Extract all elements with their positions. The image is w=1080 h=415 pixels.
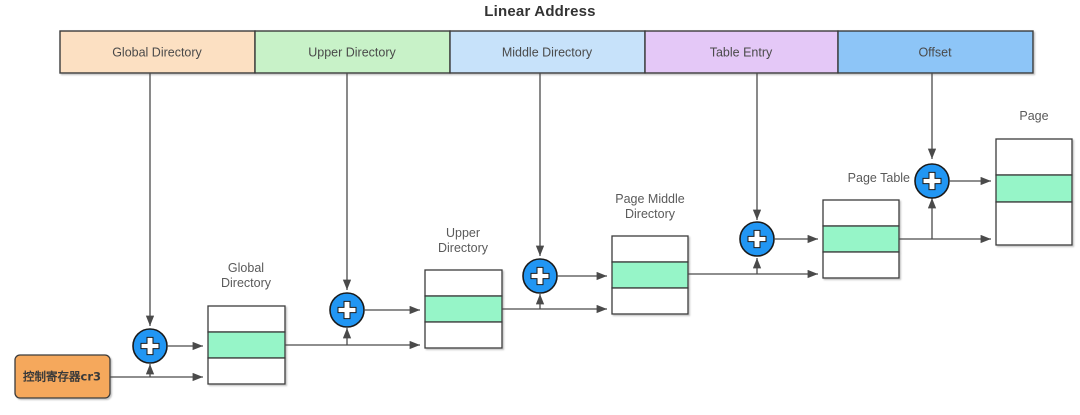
adder-3[interactable]: [522, 258, 558, 294]
linear-address-bar: [59, 30, 1034, 74]
page-title: Linear Address: [484, 3, 596, 20]
upper-directory-row-top: [424, 269, 503, 297]
page-table-row-highlight: [822, 225, 900, 253]
page-table-row-top: [822, 199, 900, 227]
pmd-row-highlight: [611, 261, 689, 289]
global-directory-table[interactable]: [207, 305, 286, 385]
plus-icon: [337, 300, 357, 320]
plus-icon: [530, 266, 550, 286]
adder-4[interactable]: [739, 221, 775, 257]
page-frame-row-top: [995, 138, 1073, 176]
segment-label-upper-directory: Upper Directory: [308, 45, 396, 59]
upper-directory-table[interactable]: [424, 269, 503, 349]
plus-icon: [922, 171, 942, 191]
segment-offset[interactable]: [837, 30, 1034, 74]
page-table[interactable]: [822, 199, 900, 279]
upper-directory-row-bottom: [424, 321, 503, 349]
adder-2[interactable]: [329, 292, 365, 328]
page-frame[interactable]: [995, 138, 1073, 246]
global-to-upper-path: [285, 328, 420, 350]
page-frame-row-bottom: [995, 201, 1073, 246]
upper-directory-row-highlight: [424, 295, 503, 323]
segment-label-middle-directory: Middle Directory: [502, 45, 593, 59]
pmd-row-bottom: [611, 287, 689, 315]
adder-5[interactable]: [914, 163, 950, 199]
segment-upper-directory[interactable]: [254, 30, 451, 74]
global-directory-row-bottom: [207, 357, 286, 385]
connector-lines: [145, 73, 937, 326]
plus-icon: [140, 336, 160, 356]
global-directory-row-top: [207, 305, 286, 333]
segment-label-offset: Offset: [918, 45, 952, 59]
middle-to-pagetable-path: [688, 258, 818, 279]
page-table-row-bottom: [822, 251, 900, 279]
page-frame-row-highlight: [995, 174, 1073, 203]
global-directory-row-highlight: [207, 331, 286, 359]
plus-icon: [747, 229, 767, 249]
upper-to-middle-path: [502, 294, 607, 314]
segment-label-global-directory: Global Directory: [112, 45, 202, 59]
adder-1[interactable]: [132, 328, 168, 364]
cr3-register-label: 控制寄存器cr3: [23, 370, 101, 384]
pmd-row-top: [611, 235, 689, 263]
page-middle-directory-table[interactable]: [611, 235, 689, 315]
segment-label-table-entry: Table Entry: [710, 45, 773, 59]
pagetable-to-page-path: [899, 198, 991, 244]
cr3-output-lines: [110, 364, 203, 382]
